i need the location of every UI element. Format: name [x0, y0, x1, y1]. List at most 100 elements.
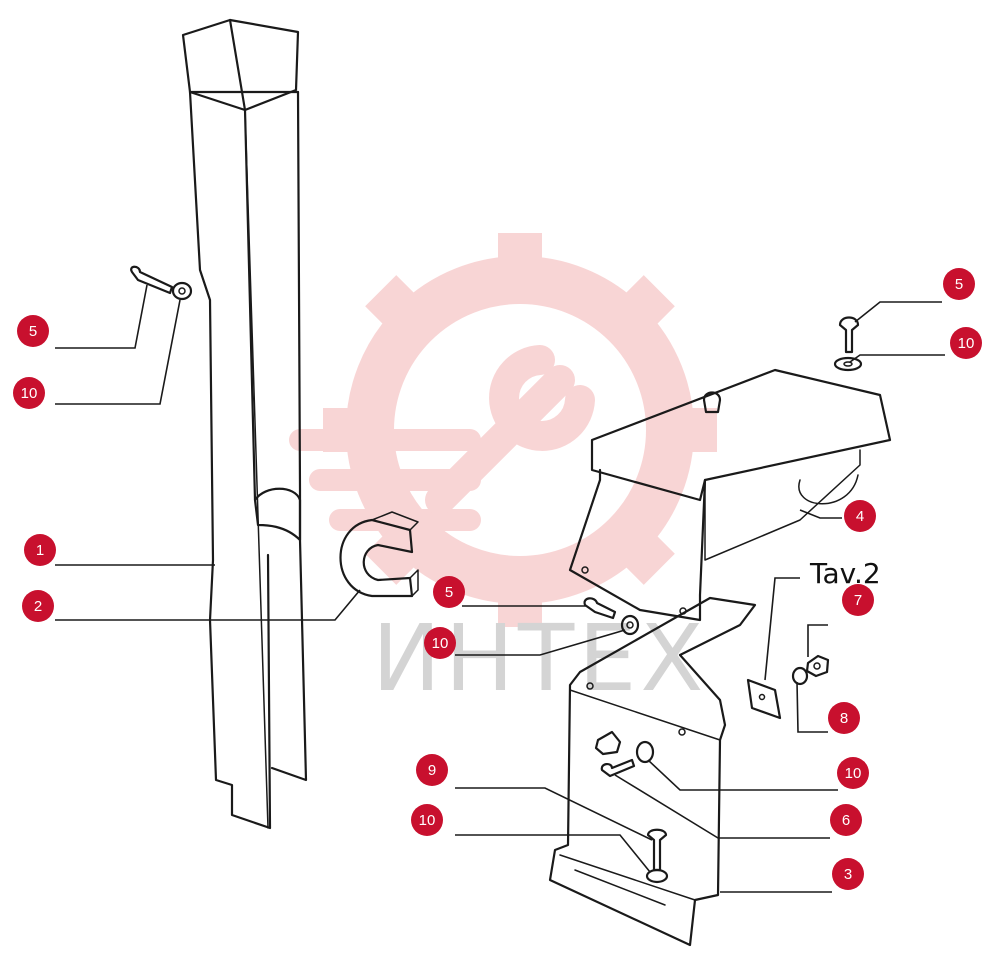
watermark-text: ИНТЕХ [372, 605, 707, 712]
callout-circle [24, 534, 56, 566]
small-plate-hole [758, 693, 766, 701]
callout-circle [950, 327, 982, 359]
watermark-gear-tooth [612, 275, 675, 338]
callout-label: 1 [36, 542, 44, 559]
washer-hole [843, 361, 853, 367]
callout-badge: 1 [24, 534, 56, 566]
leader-line [455, 629, 626, 656]
callout-badge: 10 [13, 377, 45, 409]
cover-underside [704, 449, 861, 561]
part-7-small-plate [746, 678, 782, 720]
watermark-gear-tooth [365, 275, 428, 338]
callout-badge: 9 [416, 754, 448, 786]
leader-line [55, 589, 361, 621]
callout-label: 10 [432, 635, 449, 652]
nut-body [805, 654, 830, 678]
callout-label: 10 [21, 385, 38, 402]
fastener-washer-right [791, 666, 809, 686]
washer-ring [620, 614, 640, 636]
part-1-vertical-rail [181, 18, 308, 830]
callout-circle [17, 315, 49, 347]
callout-badge: 5 [943, 268, 975, 300]
callout-circle [830, 804, 862, 836]
washer-ring [791, 666, 809, 686]
callout-badge: 2 [22, 590, 54, 622]
cover-hole [581, 566, 589, 574]
leader-line [849, 354, 945, 363]
callout-badge: 10 [950, 327, 982, 359]
callout-label: 10 [419, 812, 436, 829]
cover-top [590, 368, 892, 502]
watermark-gear-tooth [498, 583, 542, 627]
watermark-wrench [425, 345, 595, 515]
callout-circle [22, 590, 54, 622]
callout-circle [844, 500, 876, 532]
rail-notch [253, 487, 302, 542]
screw-body [130, 265, 174, 295]
callout-label: 8 [840, 710, 848, 727]
callout-label: 7 [854, 592, 862, 609]
washer-ring [635, 740, 655, 764]
callout-label: 10 [958, 335, 975, 352]
fastener-washer-center [620, 614, 640, 636]
callout-badge: 8 [828, 702, 860, 734]
callout-circle [13, 377, 45, 409]
callout-circle [424, 627, 456, 659]
washer-ring [171, 281, 193, 301]
callout-label: 5 [955, 276, 963, 293]
callout-badge: 5 [433, 576, 465, 608]
callout-label: 5 [445, 584, 453, 601]
fastener-screw-left [130, 265, 174, 295]
rail-top-cap-edges [188, 18, 300, 112]
leader-line [455, 834, 651, 873]
callout-badge: 7 [842, 584, 874, 616]
nut-hole [813, 662, 821, 670]
callout-label: 4 [856, 508, 864, 525]
bracket-hole [586, 682, 594, 690]
screw-body [583, 597, 617, 620]
screw-body [838, 316, 860, 354]
clip-depth-edges [371, 511, 419, 597]
bolt-body [600, 758, 636, 778]
fastener-washer-left [171, 281, 193, 301]
washer-hole [178, 287, 186, 295]
rail-front-face [188, 90, 272, 830]
fastener-nut-right [805, 654, 830, 678]
cover-side-plate [568, 468, 707, 622]
leader-line [455, 787, 653, 841]
callout-label: 6 [842, 812, 850, 829]
bracket-hole [678, 728, 686, 736]
callout-badge: 3 [832, 858, 864, 890]
callout-badge: 10 [837, 757, 869, 789]
fastener-screw-top-right [838, 316, 860, 354]
callout-circle [832, 858, 864, 890]
callout-label: 3 [844, 866, 852, 883]
washer-hole [626, 621, 634, 629]
watermark-gear-tooth [673, 408, 717, 452]
small-plate-body [746, 678, 782, 720]
screw-body [646, 828, 668, 872]
fastener-bolt-bracket [594, 730, 655, 778]
callout-circle [842, 584, 874, 616]
fastener-screw-center [583, 597, 617, 620]
leader-line [55, 284, 148, 349]
washer-ring [833, 356, 863, 372]
cover-knob [702, 391, 722, 414]
callout-badge: 6 [830, 804, 862, 836]
callout-circle [411, 804, 443, 836]
part-3-bracket-plate [548, 596, 757, 947]
watermark-gear-tooth [498, 233, 542, 277]
leader-line [614, 774, 830, 839]
bracket-edges [559, 689, 721, 906]
callout-badge: 5 [17, 315, 49, 347]
callout-label: 9 [428, 762, 436, 779]
callout-badge: 10 [411, 804, 443, 836]
leader-line [854, 301, 942, 323]
callout-badge: 4 [844, 500, 876, 532]
leader-line [807, 624, 828, 657]
leader-line [55, 299, 181, 405]
bolt-head [594, 730, 622, 756]
leader-line [799, 509, 842, 519]
leader-line [764, 577, 800, 681]
